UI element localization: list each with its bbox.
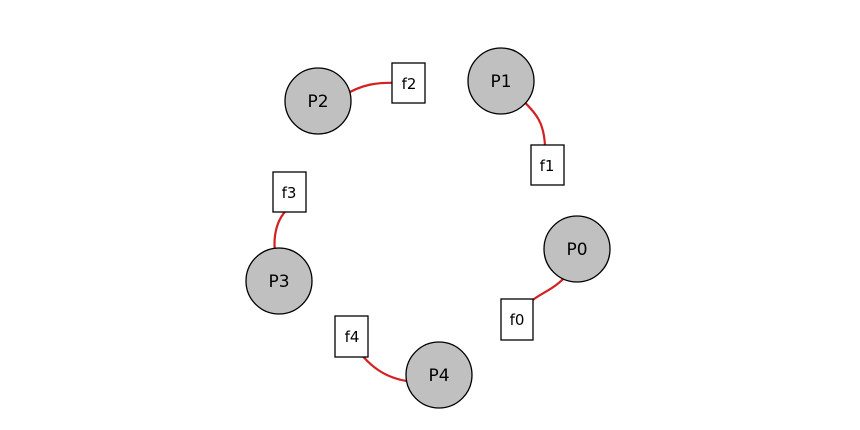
fork-f4-box <box>334 315 369 358</box>
fork-f0-box <box>500 298 534 341</box>
process-p3[interactable]: P3 <box>245 247 313 315</box>
process-p4-label: P4 <box>428 366 449 386</box>
fork-f4[interactable]: f4 <box>334 315 369 358</box>
process-p0-label: P0 <box>566 240 587 260</box>
fork-f2[interactable]: f2 <box>391 62 426 104</box>
fork-f4-label: f4 <box>345 328 360 346</box>
fork-f0[interactable]: f0 <box>500 298 534 341</box>
process-p1-circle <box>467 47 535 115</box>
fork-f3[interactable]: f3 <box>272 171 307 213</box>
fork-f1[interactable]: f1 <box>530 144 565 186</box>
process-p3-circle <box>245 247 313 315</box>
process-p3-label: P3 <box>268 272 289 292</box>
fork-f1-box <box>530 144 565 186</box>
fork-f0-label: f0 <box>510 311 525 329</box>
edge-p0-f0 <box>526 273 569 307</box>
process-p2-circle <box>284 67 352 135</box>
fork-f1-label: f1 <box>540 157 555 175</box>
process-p4-circle <box>405 341 473 409</box>
process-p1-label: P1 <box>490 72 511 92</box>
process-p2-label: P2 <box>307 92 328 112</box>
fork-f2-label: f2 <box>402 75 417 93</box>
fork-f2-box <box>391 62 426 104</box>
process-p0[interactable]: P0 <box>543 215 611 283</box>
edge-p2-f2 <box>341 81 400 98</box>
fork-f3-box <box>272 171 307 213</box>
process-p2[interactable]: P2 <box>284 67 352 135</box>
process-p1[interactable]: P1 <box>467 47 535 115</box>
process-p4[interactable]: P4 <box>405 341 473 409</box>
process-p0-circle <box>543 215 611 283</box>
fork-f3-label: f3 <box>282 184 297 202</box>
